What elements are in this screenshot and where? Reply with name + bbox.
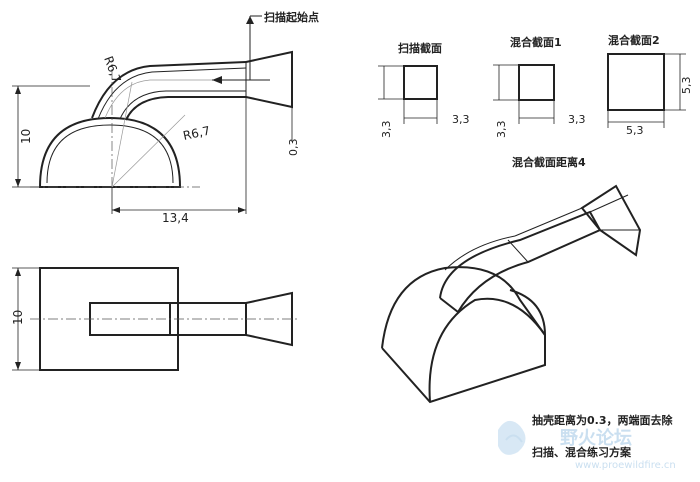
iso-base-bottom [381,335,546,404]
iso-flare-edge1 [589,194,629,213]
iso-dome-front [428,297,546,403]
label-blend-distance: 混合截面距离4 [512,155,586,169]
radius-line-top [111,81,133,188]
tube-inner-inner [119,90,246,120]
sweep-section-square [403,65,438,100]
label-r-top: R6,7 [101,54,124,85]
forum-watermark: 野火论坛 www.proewildfire.cn [498,420,676,471]
plan-view: 10 [11,267,300,371]
label-blend1: 混合截面1 [510,35,562,49]
blend-section-2: 混合截面2 5,3 5,3 [607,33,693,137]
label-thickness: 0,3 [287,139,300,157]
watermark-url: www.proewildfire.cn [575,460,676,471]
label-r-bottom: R6,7 [182,124,212,143]
watermark-logo-icon [498,420,526,455]
isometric-view [381,184,642,404]
dome-inner [46,124,174,184]
tube-outer [91,61,247,119]
watermark-text: 野火论坛 [560,427,632,449]
label-sweep-h: 3,3 [380,121,393,139]
iso-flare [580,184,642,257]
tube-outer-inner [97,67,247,120]
iso-tube-split [507,239,529,263]
iso-dome-back [381,266,547,349]
radius-line-bottom [111,114,186,188]
label-sweep-start: 扫描起始点 [264,10,319,24]
sweep-leader-head [246,16,254,24]
iso-tube-base [439,297,459,313]
label-blend2-w: 5,3 [626,124,644,137]
sweep-section: 扫描截面 3,3 3,3 [378,41,470,138]
blend-section-1: 混合截面1 3,3 3,3 [493,35,586,138]
label-blend1-h: 3,3 [495,121,508,139]
dome-outline [38,116,182,188]
label-height-left: 10 [19,129,33,144]
label-sweep-w: 3,3 [452,113,470,126]
label-blend2-h: 5,3 [680,77,693,95]
label-blend1-w: 3,3 [568,113,586,126]
flare-end [245,50,293,109]
label-height-plan: 10 [11,310,25,325]
iso-tube-top [444,235,516,271]
blend1-square [518,64,555,101]
iso-tube-top2 [514,207,583,237]
tube-inner [125,96,246,121]
label-blend2: 混合截面2 [608,33,660,47]
label-note2: 扫描、混合练习方案 [532,445,632,459]
sweep-arrow-head [212,76,222,84]
blend2-square [607,53,665,111]
iso-tube-outer [439,210,602,313]
label-note1: 抽壳距离为0.3，两端面去除 [532,413,673,427]
label-width-bottom: 13,4 [162,211,189,225]
label-sweep-section: 扫描截面 [398,41,442,55]
sweep-path [104,79,246,119]
front-view: 扫描起始点 R6,7 R6,7 10 0,3 13,4 [12,10,319,225]
plan-tube [89,302,247,336]
